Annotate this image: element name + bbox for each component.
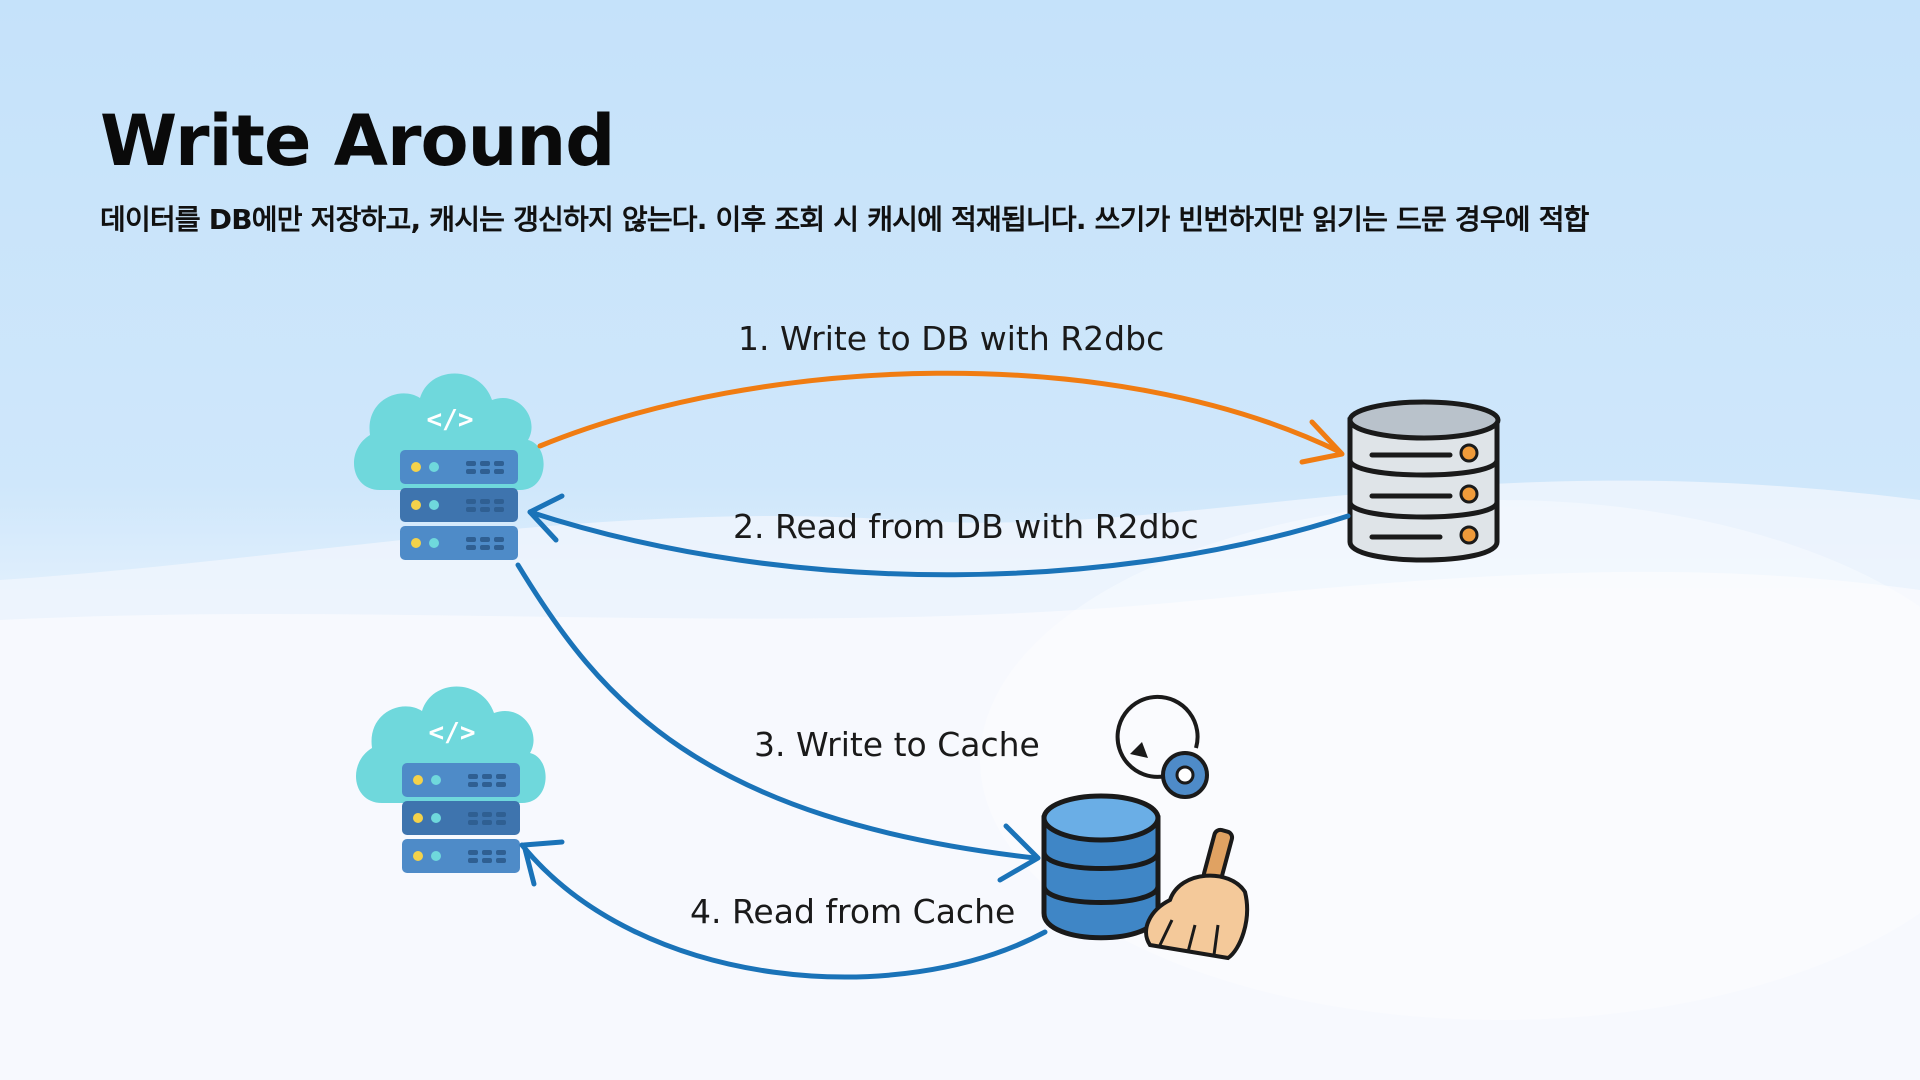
slide-subtitle: 데이터를 DB에만 저장하고, 캐시는 갱신하지 않는다. 이후 조회 시 캐시… — [100, 203, 1589, 236]
step-2-label: 2. Read from DB with R2dbc — [733, 507, 1199, 546]
cloud-server-icon — [353, 373, 544, 560]
arrow-write-to-db — [537, 370, 1345, 465]
database-icon — [1347, 399, 1501, 563]
arrow-write-to-cache — [515, 562, 1041, 883]
step-3-label: 3. Write to Cache — [754, 725, 1040, 764]
cache-database-icon — [1041, 694, 1250, 961]
step-4-label: 4. Read from Cache — [690, 892, 1015, 931]
arrow-read-from-db — [527, 493, 1351, 578]
step-1-label: 1. Write to DB with R2dbc — [738, 319, 1164, 358]
cloud-server-icon — [355, 686, 546, 873]
arrow-read-from-cache — [519, 839, 1048, 980]
slide-title: Write Around — [100, 100, 615, 182]
